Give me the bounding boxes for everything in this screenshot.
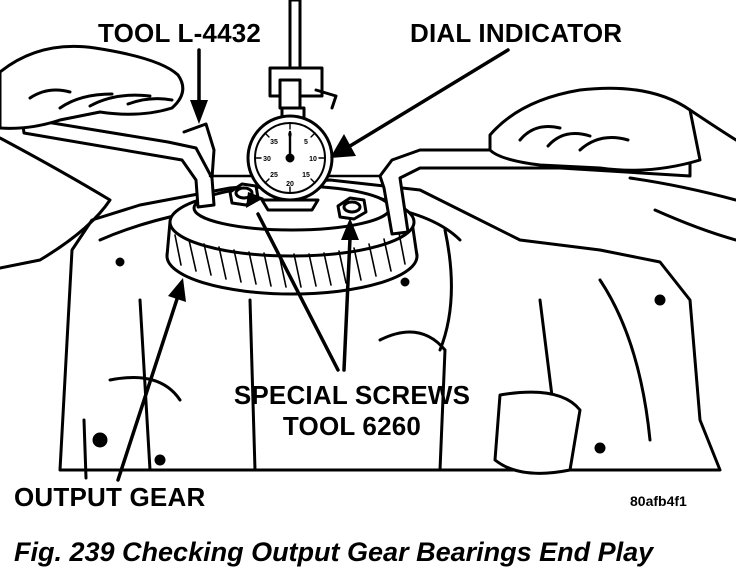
arrow-output-gear <box>116 278 186 482</box>
dial-indicator <box>246 114 334 212</box>
arrow-dial-indicator <box>330 48 510 158</box>
label-tool-l4432: TOOL L-4432 <box>98 18 262 48</box>
figure-caption: Fig. 239 Checking Output Gear Bearings E… <box>14 537 654 567</box>
dial-indicator-stand <box>268 0 338 120</box>
label-special-screws-line1: SPECIAL SCREWS <box>233 380 471 410</box>
special-screw-right <box>336 196 368 221</box>
label-dial-indicator: DIAL INDICATOR <box>410 18 623 48</box>
tool-l4432 <box>20 116 692 236</box>
label-special-screws-line2: TOOL 6260 <box>282 411 422 441</box>
figure-code: 80afb4f1 <box>630 493 687 509</box>
label-output-gear: OUTPUT GEAR <box>14 482 206 512</box>
dial-number: 0 <box>288 132 292 139</box>
dial-numbers: 0 5 10 15 20 25 30 35 <box>263 132 317 188</box>
right-hand <box>488 86 736 242</box>
dial-number: 10 <box>309 156 317 163</box>
arrows-special-screws <box>246 192 359 372</box>
dial-number: 20 <box>286 181 294 188</box>
arrow-tool-l4432 <box>190 48 208 124</box>
left-hand <box>0 44 185 270</box>
label-special-screws: SPECIAL SCREWS TOOL 6260 <box>226 382 478 439</box>
dial-number: 25 <box>270 172 278 179</box>
dial-number: 30 <box>263 156 271 163</box>
dial-number: 35 <box>270 139 278 146</box>
dial-number: 5 <box>304 139 308 146</box>
dial-number: 15 <box>302 172 310 179</box>
